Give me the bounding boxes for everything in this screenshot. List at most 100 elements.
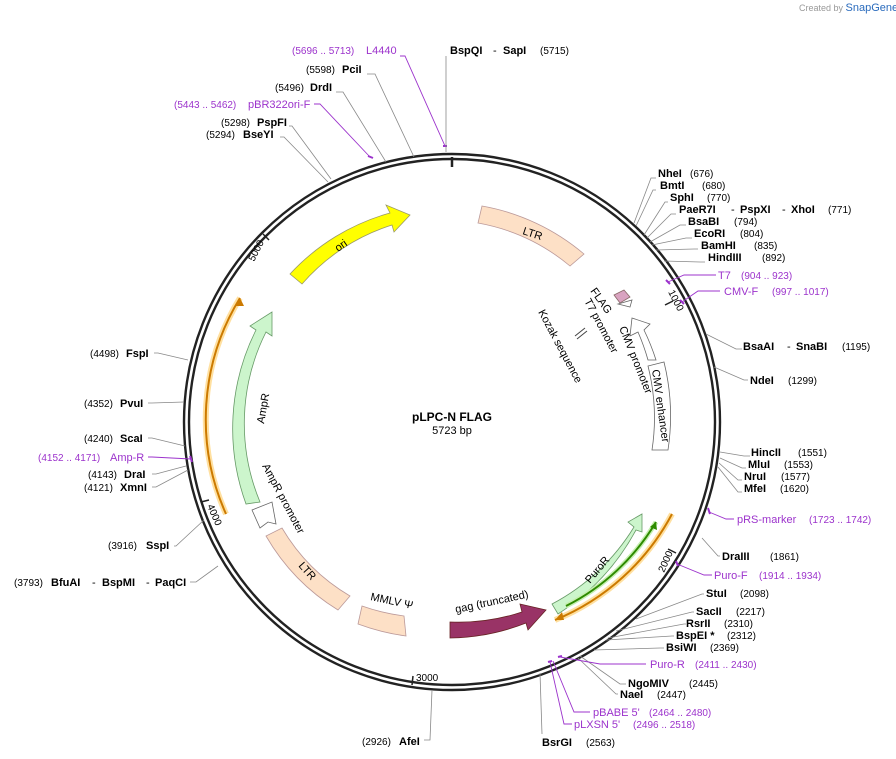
ori-label: ori: [333, 238, 350, 255]
ampr-feature: [232, 311, 273, 505]
primer-plxsn-name: pLXSN 5': [574, 719, 620, 731]
site-snabi-name: SnaBI: [796, 341, 827, 353]
plasmid-size: 5723 bp: [432, 425, 472, 437]
site-draiii-name: DraIII: [722, 551, 750, 563]
svg-text:-: -: [493, 45, 497, 57]
kozak-label: Kozak sequence: [535, 308, 584, 385]
site-sacii-name: SacII: [696, 606, 722, 618]
site-pcii-pos: (5598): [306, 65, 335, 76]
primer-pbabe-range: (2464 .. 2480): [649, 708, 711, 719]
site-mfei-pos: (1620): [780, 484, 809, 495]
ltr-bottom-feature: [265, 527, 351, 611]
site-bamhi-name: BamHI: [701, 240, 736, 252]
site-bfuai-name: BfuAI: [51, 577, 80, 589]
primer-puror-name: Puro-R: [650, 659, 685, 671]
site-ndei-name: NdeI: [750, 375, 774, 387]
site-drai-name: DraI: [124, 469, 145, 481]
ampr-promoter-label: AmpR promoter: [259, 462, 306, 536]
tick-5000: [262, 233, 270, 241]
site-bseyi-name: BseYI: [243, 129, 274, 141]
site-naei-name: NaeI: [620, 689, 643, 701]
site-nhei-name: NheI: [658, 168, 682, 180]
tick-label-1000: 1000: [665, 288, 685, 313]
site-scai-pos: (4240): [84, 434, 113, 445]
primer-plxsn-range: (2496 .. 2518): [633, 720, 695, 731]
site-bspei-pos: (2312): [727, 631, 756, 642]
ltr-top-feature: [477, 205, 585, 267]
site-bsrgi-name: BsrGI: [542, 737, 572, 749]
plasmid-name: pLPC-N FLAG: [412, 410, 492, 424]
site-xmni-name: XmnI: [120, 482, 147, 494]
cmv-enhancer-feature: [647, 361, 671, 451]
svg-text:-: -: [146, 577, 150, 589]
primer-pbr322-name: pBR322ori-F: [248, 99, 311, 111]
svg-text:-: -: [787, 341, 791, 353]
primer-cmvf-name: CMV-F: [724, 286, 759, 298]
site-paer7i-name: PaeR7I: [679, 204, 716, 216]
t7-promoter-feature: [616, 299, 633, 308]
site-mfei-name: MfeI: [744, 483, 766, 495]
site-mlui-pos: (1553): [784, 460, 813, 471]
site-ngomiv-name: NgoMIV: [628, 678, 670, 690]
primer-t7-range: (904 .. 923): [741, 271, 792, 282]
site-bmti-pos: (680): [702, 181, 725, 192]
ampr-label: AmpR: [255, 392, 272, 424]
primer-l4440-name: L4440: [366, 45, 397, 57]
site-rsrii-pos: (2310): [724, 619, 753, 630]
site-drdi-pos: (5496): [275, 83, 304, 94]
site-bspei-name: BspEI *: [676, 630, 715, 642]
puror-orf: [565, 521, 657, 607]
ltr-top-label: LTR: [521, 225, 544, 243]
mmlv-feature: [357, 605, 407, 637]
site-nrui-pos: (1577): [781, 472, 810, 483]
site-hindiii-pos: (892): [762, 253, 785, 264]
gag-feature: [449, 603, 547, 639]
primer-purof-name: Puro-F: [714, 570, 748, 582]
primer-prs-range: (1723 .. 1742): [809, 515, 871, 526]
site-sspi-pos: (3916): [108, 541, 137, 552]
site-bsabi-name: BsaBI: [688, 216, 719, 228]
ampr-orf: [204, 297, 241, 515]
site-bseyi-pos: (5294): [206, 130, 235, 141]
site-bamhi-pos: (835): [754, 241, 777, 252]
site-leaders: [148, 56, 750, 741]
site-nrui-name: NruI: [744, 471, 766, 483]
site-rsrii-name: RsrII: [686, 618, 710, 630]
site-stui-pos: (2098): [740, 589, 769, 600]
site-fspi-pos: (4498): [90, 349, 119, 360]
tick-1000: [664, 300, 674, 306]
site-xhoi-name: XhoI: [791, 204, 815, 216]
primer-purof-range: (1914 .. 1934): [759, 571, 821, 582]
site-ecori-pos: (804): [740, 229, 763, 240]
primer-pbr322-range: (5443 .. 5462): [174, 100, 236, 111]
gag-label: gag (truncated): [454, 589, 529, 616]
svg-text:-: -: [782, 204, 786, 216]
ori-feature: [289, 204, 411, 285]
site-ndei-pos: (1299): [788, 376, 817, 387]
primer-ampr-range: (4152 .. 4171): [38, 453, 100, 464]
site-pspfi-pos: (5298): [221, 118, 250, 129]
primer-pbabe-name: pBABE 5': [593, 707, 640, 719]
site-bsrgi-pos: (2563): [586, 738, 615, 749]
site-pspfi-name: PspFI: [257, 117, 287, 129]
kozak-feature: [574, 327, 586, 337]
snapgene-credit: Created by SnapGene: [799, 2, 896, 14]
site-ngomiv-pos: (2445): [689, 679, 718, 690]
primer-puror-range: (2411 .. 2430): [695, 660, 757, 671]
primer-prs-name: pRS-marker: [737, 514, 797, 526]
site-sphi-pos: (770): [707, 193, 730, 204]
site-afei-pos: (2926): [362, 737, 391, 748]
site-bspqi-name: BspQI: [450, 45, 482, 57]
site-pvui-pos: (4352): [84, 399, 113, 410]
site-pcii-name: PciI: [342, 64, 362, 76]
tick-3000: [411, 675, 414, 686]
site-bsiwi-name: BsiWI: [666, 642, 697, 654]
site-bsabi-pos: (794): [734, 217, 757, 228]
credit-prefix: Created by: [799, 3, 844, 13]
site-pspxi-name: PspXI: [740, 204, 771, 216]
primer-ampr-name: Amp-R: [110, 452, 144, 464]
primer-t7-name: T7: [718, 270, 731, 282]
snapgene-logo: SnapGene: [845, 2, 896, 14]
tick-4000: [200, 499, 210, 503]
